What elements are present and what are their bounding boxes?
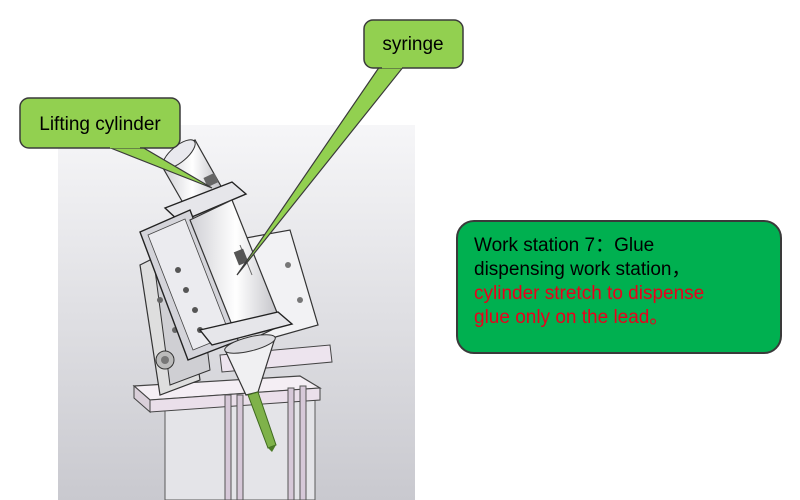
work-station-info-box: Work station 7：Glue dispensing work stat… [456, 220, 782, 354]
info-line-4: glue only on the lead。 [474, 307, 669, 328]
info-line-2: dispensing work station， [474, 259, 691, 280]
lower-plate [198, 311, 294, 346]
info-line-3: cylinder stretch to dispense [474, 283, 705, 304]
lifting-cylinder-label-box [19, 97, 181, 149]
syringe-label-box [363, 19, 464, 69]
lifting-cylinder-label: Lifting cylinder [39, 114, 161, 135]
info-line-1: Work station 7：Glue [474, 235, 655, 256]
syringe-label: syringe [382, 34, 443, 55]
base-pedestal [132, 344, 333, 500]
syringe-nozzle [224, 334, 277, 452]
syringe-callout: syringe [236, 19, 464, 276]
lifting-cylinder-callout: Lifting cylinder [19, 97, 213, 189]
